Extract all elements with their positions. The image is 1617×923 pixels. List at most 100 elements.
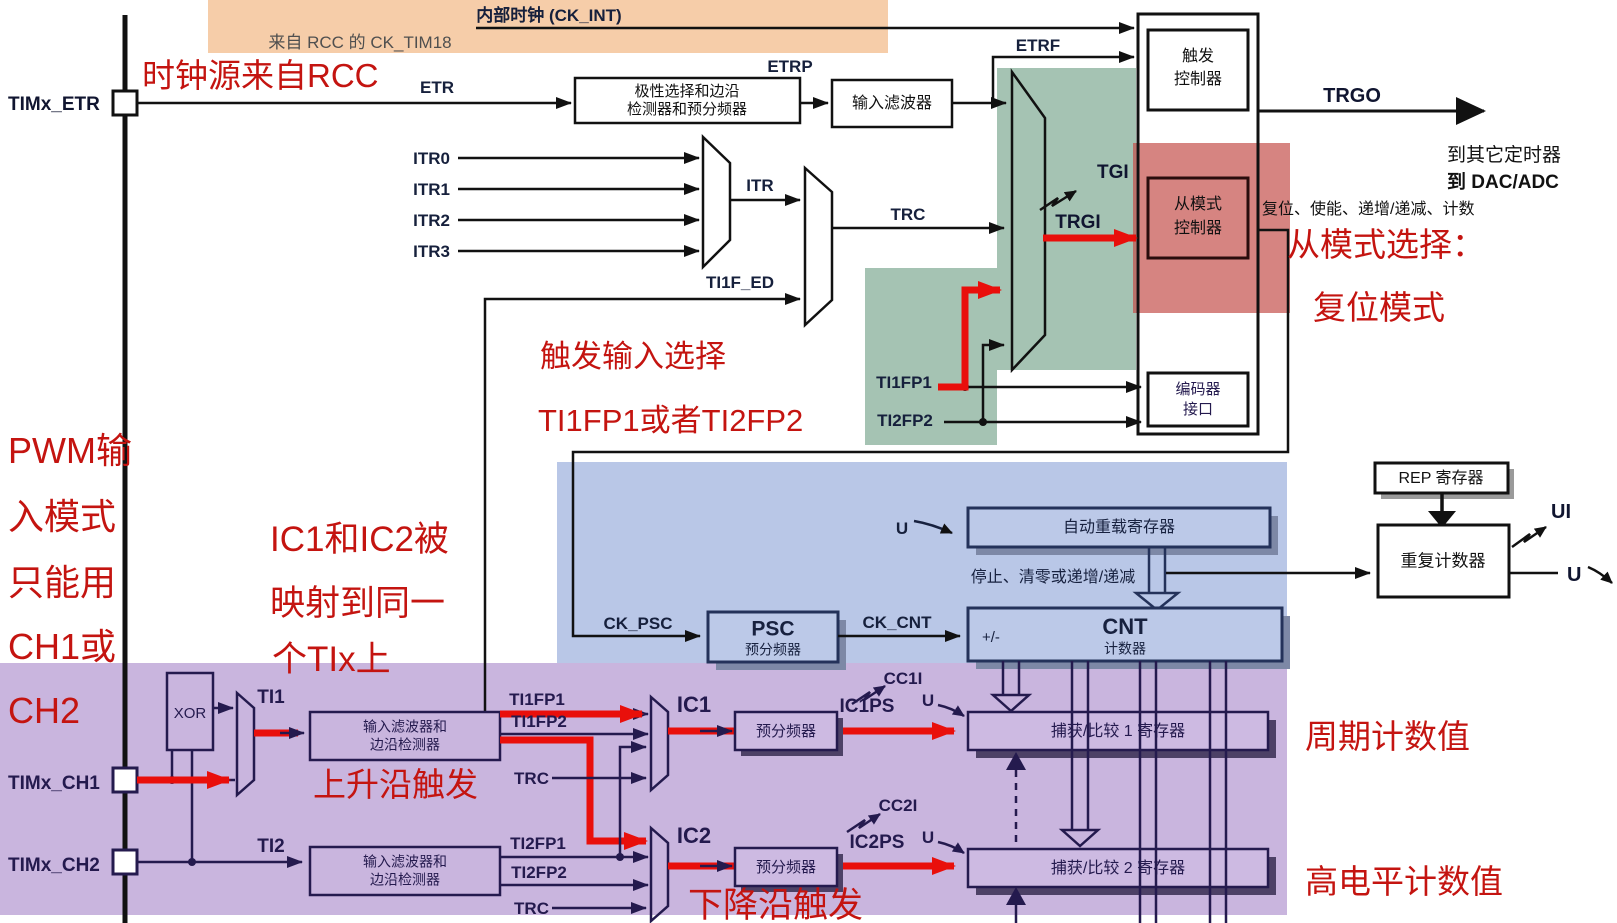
itr0-label: ITR0 <box>413 149 450 168</box>
rep-down-arrow <box>1428 511 1456 528</box>
itr3-label: ITR3 <box>413 242 450 261</box>
stop-clear-label: 停止、清零或递增/递减 <box>971 568 1135 586</box>
cnt-ccr2-hollow-arrow <box>1058 828 1102 848</box>
cc2i-event-arrow <box>846 812 881 834</box>
polarity-line1: 极性选择和边沿 <box>634 83 739 100</box>
ti1-label: TI1 <box>257 687 285 708</box>
input-filter-label: 输入滤波器 <box>852 94 932 112</box>
u-out-arrow <box>1587 565 1613 584</box>
ti2-filter-line1: 输入滤波器和 <box>363 854 447 870</box>
polarity-line2: 检测器和预分频器 <box>627 101 747 118</box>
trigger-input-mux <box>1010 68 1047 374</box>
ti2-label: TI2 <box>257 836 284 857</box>
from-rcc-label: 来自 RCC 的 CK_TIM18 <box>268 33 451 52</box>
trc-mux <box>803 165 834 328</box>
rep-register-box <box>1373 461 1510 495</box>
psc-box <box>706 610 840 664</box>
prescaler2-box <box>733 846 839 888</box>
annotation-falling-edge: 下降沿触发 <box>688 886 863 923</box>
annotation-ic-map-3: 个TIx上 <box>272 640 391 679</box>
cnt-box <box>966 606 1284 663</box>
pin-etr <box>111 89 139 117</box>
ti1-filter-line1: 输入滤波器和 <box>363 719 447 735</box>
ic2-label: IC2 <box>677 823 711 848</box>
annotation-clock-source: 时钟源来自RCC <box>142 57 379 94</box>
annotation-pwm-2: 入模式 <box>8 496 116 537</box>
ccr2-feedback-arrow <box>1006 887 1026 905</box>
annotation-trigger-select-2: TI1FP1或者TI2FP2 <box>538 403 803 438</box>
ti1f-ed-wire <box>483 293 801 712</box>
ic1ps-label: IC1PS <box>840 696 895 717</box>
encoder-line2: 接口 <box>1183 401 1213 418</box>
tgi-event-arrow <box>1039 189 1077 212</box>
trc-label: TRC <box>891 205 926 224</box>
ti2fp2-trigger-label: TI2FP2 <box>877 411 933 430</box>
cnt-subtitle: 计数器 <box>1104 641 1146 657</box>
u-ccr2-label: U <box>922 828 934 847</box>
xor-box <box>165 671 215 752</box>
trgi-label: TRGI <box>1055 212 1100 233</box>
ic2ps-label: IC2PS <box>850 832 905 853</box>
ti1fp2-red-path <box>500 736 648 850</box>
itr-label: ITR <box>746 176 773 195</box>
arr-cnt-hollow-arrow <box>1132 591 1182 612</box>
tgi-label: TGI <box>1097 162 1129 183</box>
prescaler1-label: 预分频器 <box>756 723 816 740</box>
annotation-pwm-5: CH2 <box>8 690 80 731</box>
slave-ctrl-output-wire <box>571 228 1290 642</box>
highlight-trigger-mux <box>997 68 1136 370</box>
u-ccr1-arrow <box>937 703 965 718</box>
ti1fp1-trigger-label: TI1FP1 <box>876 373 932 392</box>
junction-dot <box>979 418 987 426</box>
psc-title: PSC <box>751 618 794 641</box>
cnt-ccr1-hollow-arrow <box>989 693 1033 713</box>
ti2-filter-box <box>308 845 502 897</box>
slave-ctrl-line1: 从模式 <box>1174 195 1222 213</box>
ck-psc-label: CK_PSC <box>604 614 673 633</box>
cnt-title: CNT <box>1102 614 1148 639</box>
itr1-label: ITR1 <box>413 180 450 199</box>
cc1i-label: CC1I <box>884 669 923 688</box>
pin-ch2 <box>111 848 139 876</box>
repetition-counter-label: 重复计数器 <box>1401 551 1486 570</box>
polarity-selector-box <box>573 76 802 125</box>
ccr1-feedback-arrow <box>1006 752 1026 770</box>
ccr2-box <box>966 847 1270 889</box>
itr2-label: ITR2 <box>413 211 450 230</box>
ck-cnt-label: CK_CNT <box>863 613 933 632</box>
ic1-label: IC1 <box>677 692 711 717</box>
annotation-slave-mode-1: 从模式选择： <box>1287 226 1485 263</box>
ti2fp2-mux-riser <box>981 339 1005 422</box>
ccr1-box <box>966 710 1270 752</box>
annotation-slave-mode-2: 复位模式 <box>1313 289 1445 326</box>
ti1fp2-label: TI1FP2 <box>511 712 567 731</box>
ti1-filter-box <box>308 710 502 762</box>
ti1f-ed-label: TI1F_ED <box>706 273 774 292</box>
ti2fp1-riser-wire <box>618 741 647 857</box>
trigger-ctrl-line2: 控制器 <box>1174 70 1222 88</box>
annotation-ic-map-2: 映射到同一 <box>270 584 445 623</box>
repetition-counter-box <box>1376 523 1511 599</box>
ic2-mux <box>649 825 670 923</box>
slave-out-label: 复位、使能、递增/递减、计数 <box>1262 200 1474 218</box>
u-arr-label: U <box>896 519 908 538</box>
trc-ic2-label: TRC <box>514 899 549 918</box>
ti1-mux <box>235 690 256 798</box>
annotation-rising-edge: 上升沿触发 <box>313 766 478 803</box>
cc1i-event-arrow <box>851 684 886 706</box>
trigger-ctrl-line1: 触发 <box>1182 47 1214 65</box>
ui-event-arrow <box>1511 525 1547 549</box>
etrf-wire <box>991 51 1135 103</box>
itr-mux <box>701 134 732 271</box>
highlight-slave-mode <box>1133 143 1290 313</box>
xor-label: XOR <box>174 705 207 722</box>
internal-clock-label: 内部时钟 (CK_INT) <box>476 5 621 25</box>
u-arr-arrow <box>913 519 953 535</box>
pin-ch2-label: TIMx_CH2 <box>8 855 100 876</box>
ic1-mux <box>649 694 670 793</box>
annotation-period-count: 周期计数值 <box>1305 718 1470 755</box>
encoder-line1: 编码器 <box>1175 381 1220 398</box>
pin-ch1 <box>111 766 139 794</box>
psc-subtitle: 预分频器 <box>745 642 801 658</box>
